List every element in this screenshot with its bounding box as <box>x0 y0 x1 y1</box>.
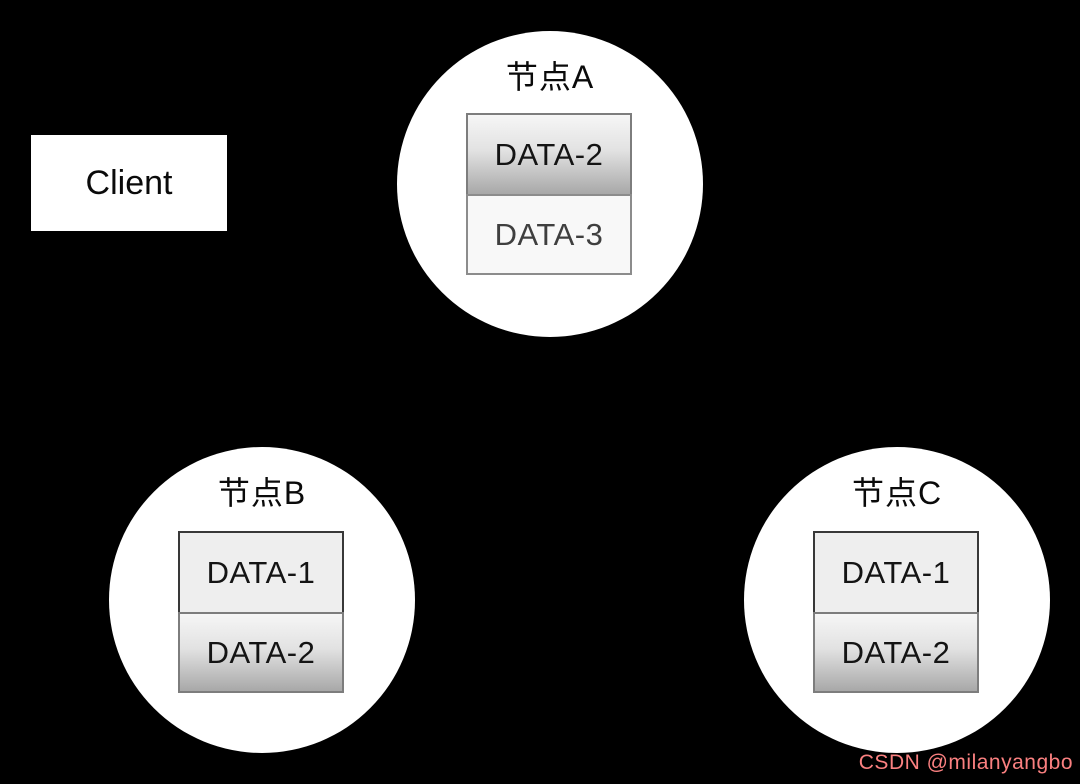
client-label: Client <box>85 163 173 202</box>
node-b-label: 节点B <box>217 475 307 511</box>
node-b-circle: 节点B DATA-1 DATA-2 <box>109 447 415 753</box>
node-a-data-block-top: DATA-2 <box>466 113 632 196</box>
client-box: Client <box>31 135 227 231</box>
node-a-data-stack: DATA-2 DATA-3 <box>466 113 632 275</box>
node-b-data-block-top: DATA-1 <box>178 531 344 614</box>
node-c-data-stack: DATA-1 DATA-2 <box>813 531 979 693</box>
node-a-circle: 节点A DATA-2 DATA-3 <box>397 31 703 337</box>
node-c-circle: 节点C DATA-1 DATA-2 <box>744 447 1050 753</box>
node-c-label: 节点C <box>851 475 943 511</box>
node-b-data-stack: DATA-1 DATA-2 <box>178 531 344 693</box>
node-c-data-block-top: DATA-1 <box>813 531 979 614</box>
watermark-text: CSDN @milanyangbo <box>858 751 1073 774</box>
node-b-data-block-bottom: DATA-2 <box>178 612 344 693</box>
node-a-label: 节点A <box>505 59 595 95</box>
node-c-data-block-bottom: DATA-2 <box>813 612 979 693</box>
node-a-data-block-bottom: DATA-3 <box>466 194 632 275</box>
